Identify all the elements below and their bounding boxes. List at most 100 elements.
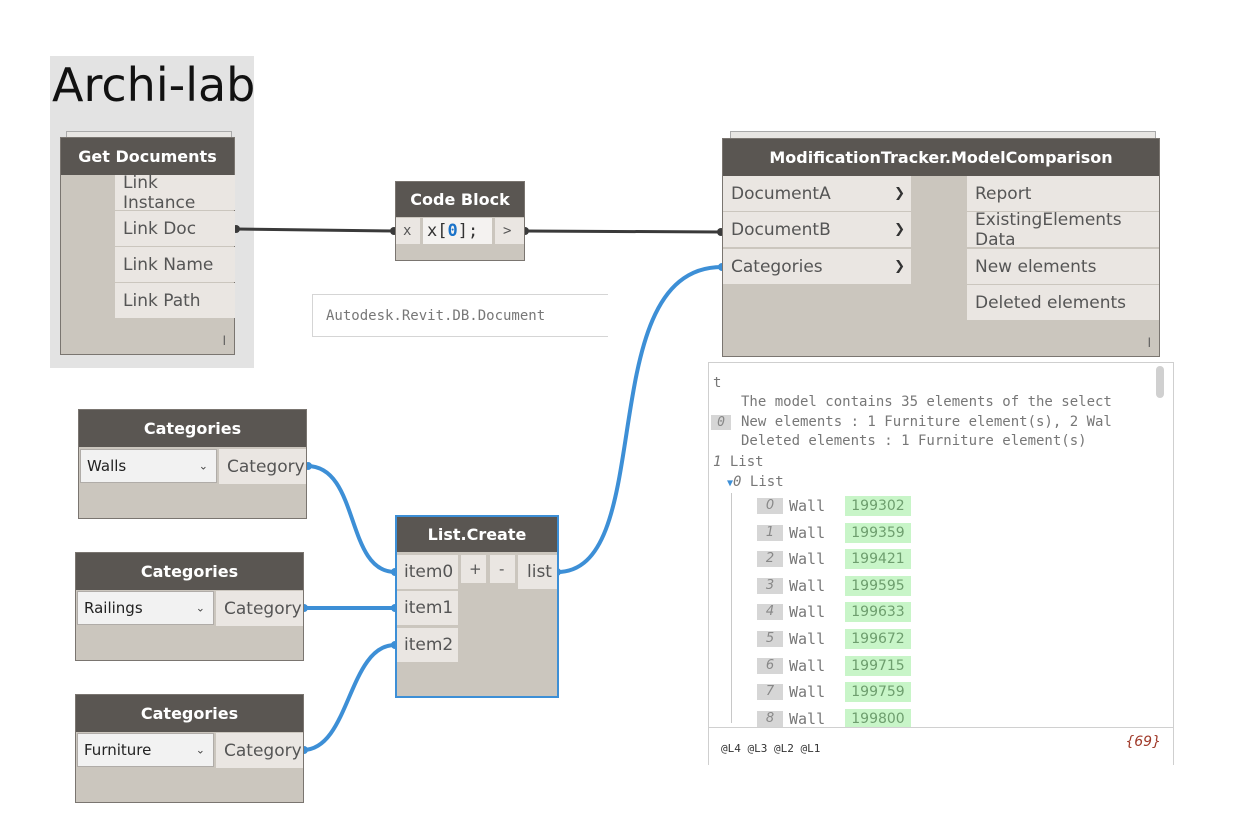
category-dropdown[interactable]: Walls ⌄ <box>80 449 217 483</box>
list-node-0[interactable]: ▼0 List <box>727 474 784 490</box>
lacing-indicator[interactable]: l <box>222 334 226 348</box>
element-id: 199595 <box>845 575 911 596</box>
element-id: 199800 <box>845 708 911 729</box>
node-title: Categories <box>79 410 306 447</box>
chevron-down-icon: ⌄ <box>195 601 205 615</box>
output-port-report[interactable]: Report <box>967 176 1159 211</box>
list-index: 5 <box>757 631 783 647</box>
element-id: 199302 <box>845 496 911 516</box>
code-block-node[interactable]: Code Block x x[0]; > <box>395 181 525 261</box>
port-label: DocumentB <box>731 219 831 240</box>
list-index: 4 <box>757 604 783 621</box>
code-block-preview: Autodesk.Revit.DB.Document <box>312 294 608 337</box>
node-title: Get Documents <box>61 138 234 175</box>
chevron-right-icon: ❯ <box>894 186 905 201</box>
expand-arrow-icon: ▼ <box>727 478 734 489</box>
model-comparison-node[interactable]: ModificationTracker.ModelComparison Docu… <box>722 138 1160 357</box>
output-port-code-block[interactable]: > <box>495 218 524 244</box>
port-label: DocumentA <box>731 183 831 204</box>
list-index: 1 <box>757 524 783 541</box>
input-port-x[interactable]: x <box>396 218 420 244</box>
input-port-documentb[interactable]: DocumentB ❯ <box>723 212 911 247</box>
list-label: List <box>749 474 784 490</box>
element-id: 199715 <box>845 655 911 676</box>
element-id: 199421 <box>845 549 911 570</box>
report-line: Deleted elements : 1 Furniture element(s… <box>741 433 1087 449</box>
remove-input-button[interactable]: - <box>490 555 515 583</box>
output-port-link-path[interactable]: Link Path <box>115 283 235 318</box>
wire-furniture-to-item2 <box>302 643 396 752</box>
list-label: List <box>729 454 764 470</box>
level-l3[interactable]: @L3 <box>747 742 768 755</box>
code-prefix: x[ <box>427 221 448 241</box>
level-l2[interactable]: @L2 <box>774 742 794 755</box>
element-id: 199759 <box>845 682 911 703</box>
category-dropdown[interactable]: Furniture ⌄ <box>77 733 214 767</box>
output-port-link-instance[interactable]: Link Instance <box>115 173 235 213</box>
category-dropdown[interactable]: Railings ⌄ <box>77 591 214 625</box>
watch-footer: @L4 @L3 @L2 @L1 {69} <box>709 727 1173 766</box>
list-index: 2 <box>757 551 783 568</box>
output-port-new-elements[interactable]: New elements <box>967 249 1159 284</box>
chevron-down-icon: ⌄ <box>198 459 208 473</box>
input-port-categories[interactable]: Categories ❯ <box>723 249 911 284</box>
input-port-documenta[interactable]: DocumentA ❯ <box>723 176 911 211</box>
list-index: 6 <box>757 657 783 674</box>
input-port-item1[interactable]: item1 <box>397 591 458 625</box>
item-type: Wall <box>789 497 826 515</box>
code-editor[interactable]: x[0]; <box>423 218 492 244</box>
input-port-item0[interactable]: item0 <box>397 555 458 589</box>
item-type: Wall <box>789 523 826 542</box>
item-type: Wall <box>789 709 826 728</box>
code-suffix: ]; <box>457 221 479 241</box>
categories-node-furniture[interactable]: Categories Furniture ⌄ Category <box>75 694 304 803</box>
list-index: 7 <box>757 684 783 701</box>
report-line: The model contains 35 elements of the se… <box>741 394 1112 410</box>
output-port-deleted-elements[interactable]: Deleted elements <box>967 285 1159 320</box>
list-levels: @L4 @L3 @L2 @L1 <box>721 742 820 755</box>
list-item[interactable]: 0 Wall 199302 <box>709 496 1149 518</box>
level-l4[interactable]: @L4 <box>721 742 741 755</box>
item-type: Wall <box>789 656 826 675</box>
wire-linkdoc-to-codeblock <box>235 227 396 233</box>
categories-node-walls[interactable]: Categories Walls ⌄ Category <box>78 409 307 519</box>
chevron-down-icon: ⌄ <box>195 743 205 757</box>
element-id: 199633 <box>845 602 911 623</box>
output-port-list[interactable]: list <box>518 555 557 589</box>
wire-walls-to-item0 <box>306 464 396 574</box>
list-item[interactable]: 6 Wall 199715 <box>709 655 1149 678</box>
input-port-item2[interactable]: item2 <box>397 628 458 662</box>
output-port-existing-elements-data[interactable]: ExistingElements Data <box>967 210 1159 250</box>
watch-preview-panel[interactable]: t The model contains 35 elements of the … <box>708 362 1174 766</box>
list-item[interactable]: 7 Wall 199759 <box>709 682 1149 704</box>
output-port-category[interactable]: Category <box>219 449 306 484</box>
list-node-1[interactable]: 1 List <box>713 454 764 470</box>
output-port-link-doc[interactable]: Link Doc <box>115 211 235 246</box>
output-port-category[interactable]: Category <box>216 733 303 768</box>
list-index: 1 <box>713 454 722 470</box>
add-input-button[interactable]: + <box>461 555 486 583</box>
page-title: Archi-lab <box>52 58 256 112</box>
get-documents-node[interactable]: Get Documents Link Instance Link Doc Lin… <box>60 137 235 355</box>
output-port-category[interactable]: Category <box>216 591 303 626</box>
level-l1[interactable]: @L1 <box>800 742 821 755</box>
list-index: 3 <box>757 577 783 594</box>
report-index: 0 <box>711 414 731 430</box>
lacing-indicator[interactable]: l <box>1147 336 1151 350</box>
output-port-link-name[interactable]: Link Name <box>115 247 235 282</box>
element-id: 199672 <box>845 629 911 649</box>
scrollbar-thumb[interactable] <box>1156 366 1164 398</box>
categories-node-railings[interactable]: Categories Railings ⌄ Category <box>75 552 304 661</box>
dropdown-value: Furniture <box>84 741 152 759</box>
list-index: 0 <box>757 498 783 514</box>
watch-root-label: t <box>713 375 722 391</box>
dropdown-value: Walls <box>87 457 127 475</box>
list-create-node[interactable]: List.Create item0 item1 item2 + - list <box>395 515 559 698</box>
item-type: Wall <box>789 683 826 702</box>
